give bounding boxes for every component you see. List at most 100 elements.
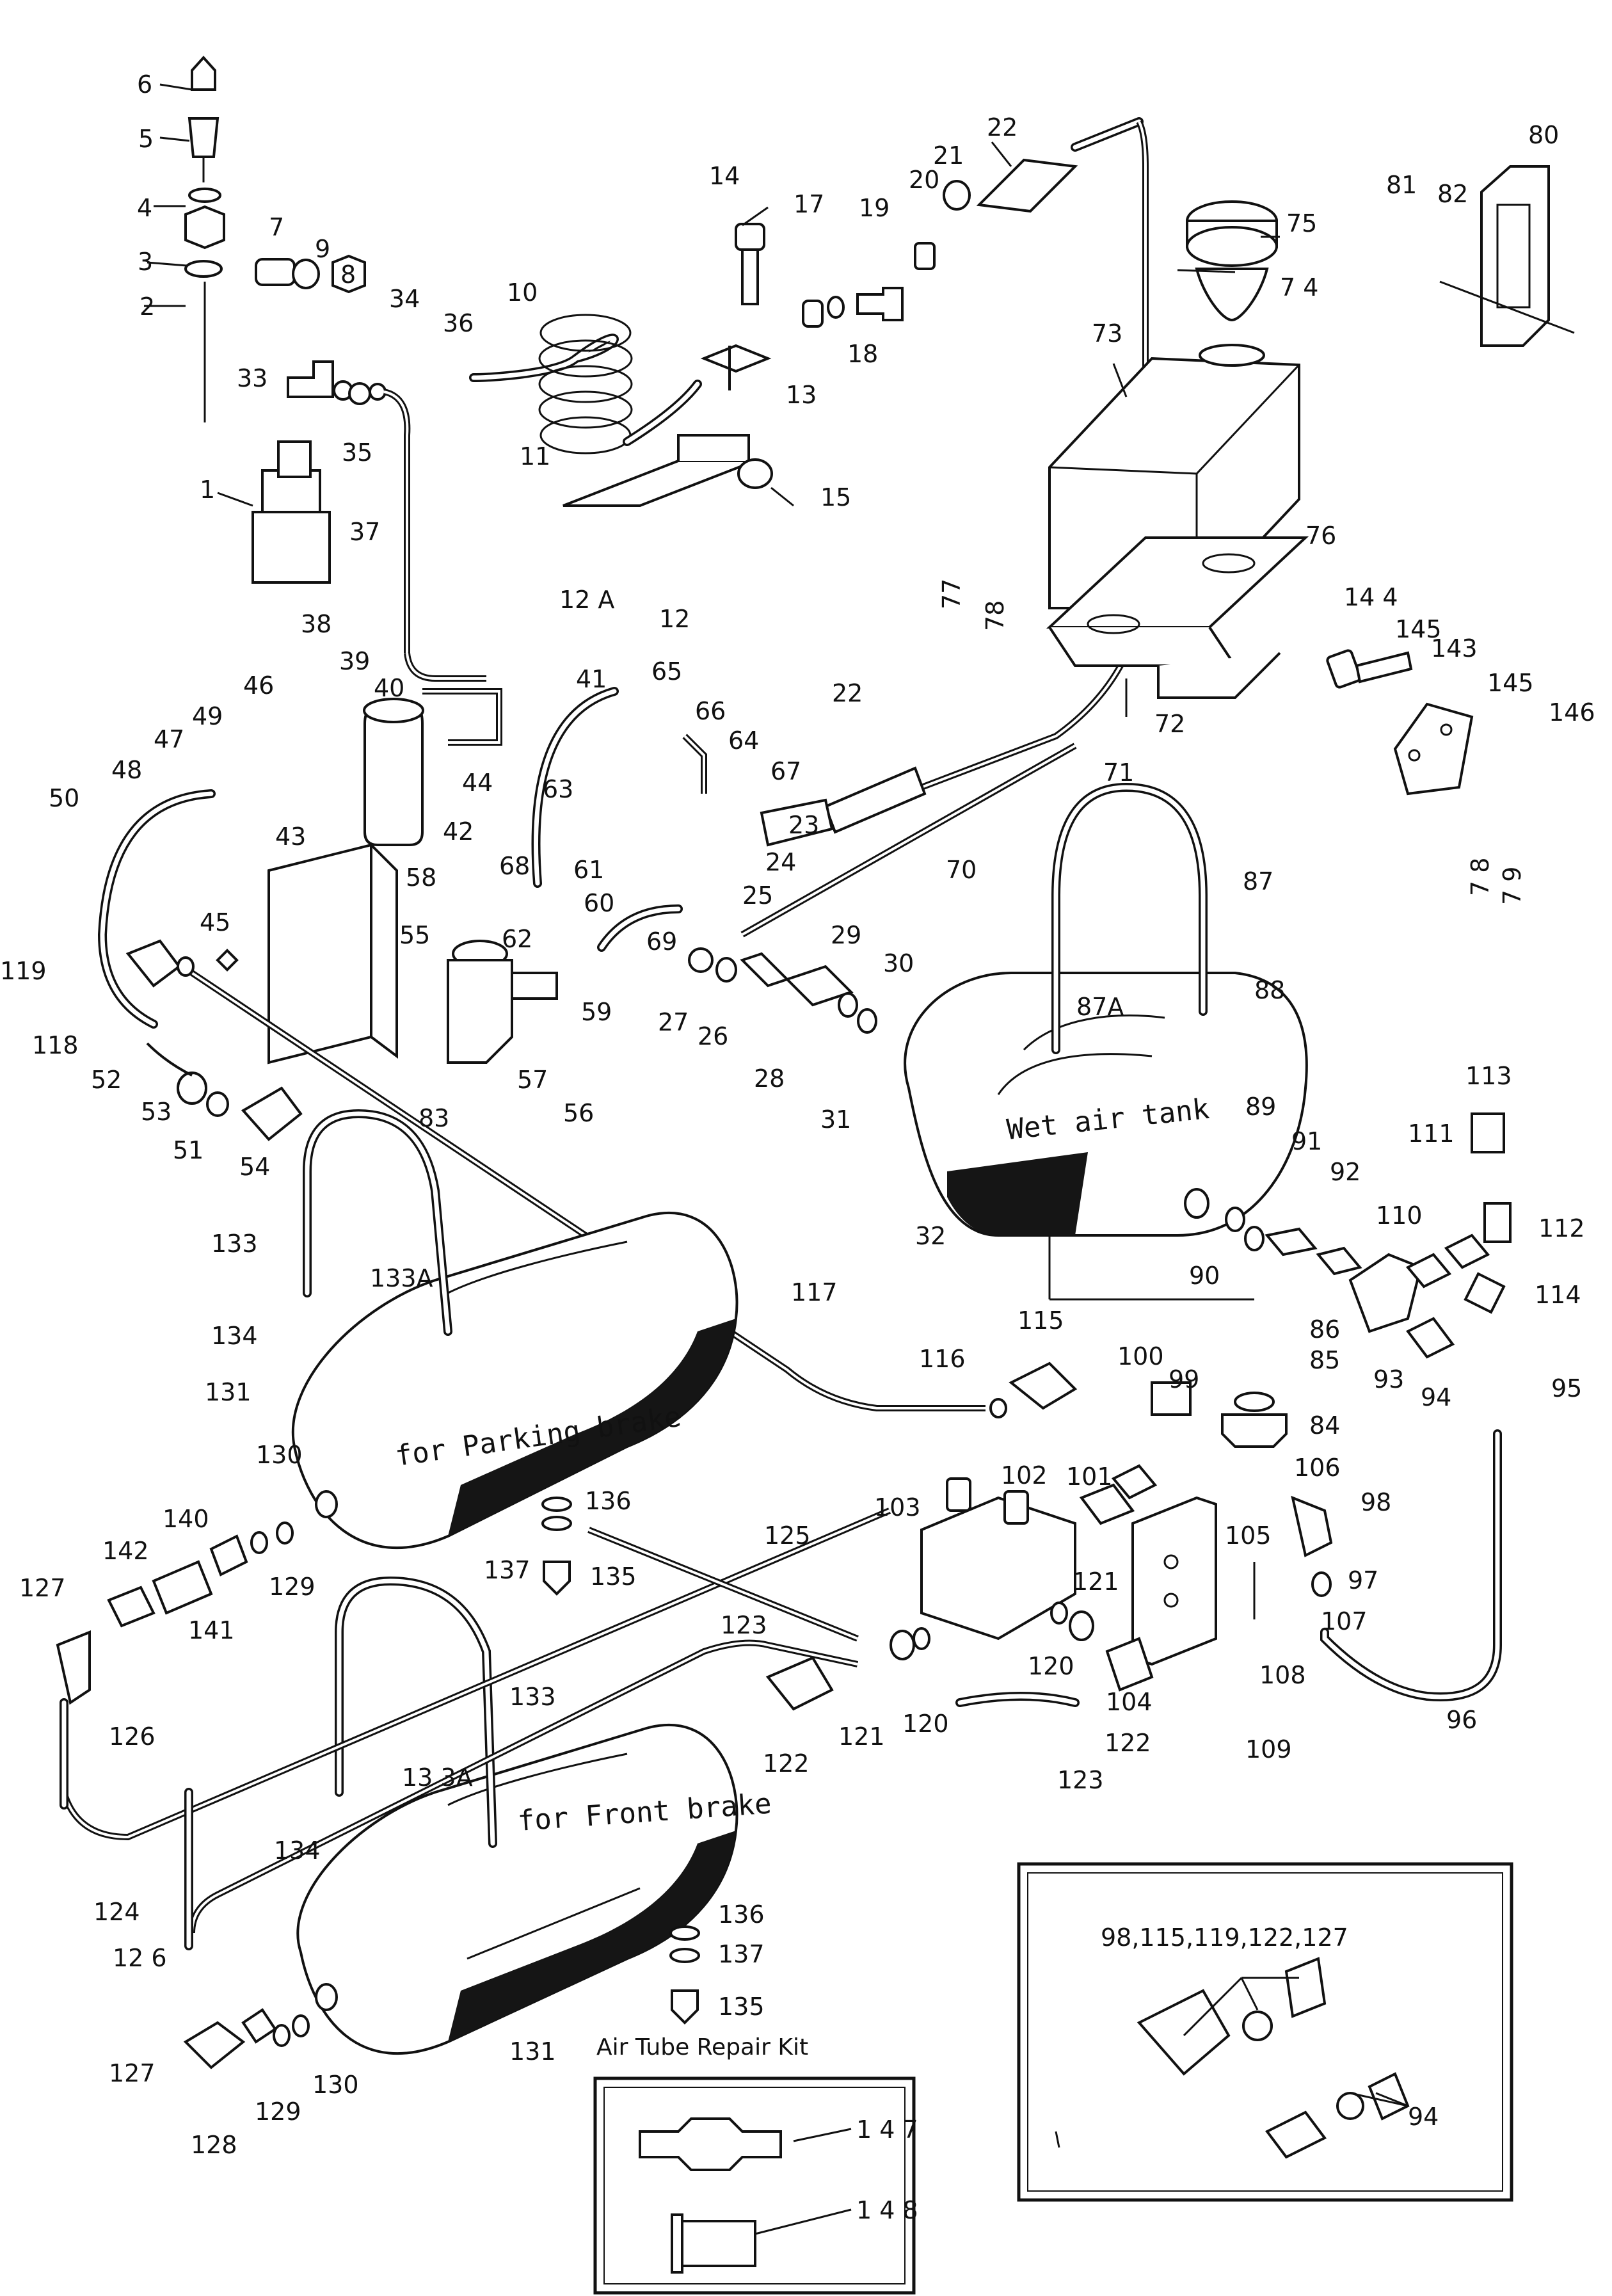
callout-71: 71 — [1103, 759, 1134, 787]
callout-87: 87 — [1243, 867, 1273, 895]
callout-47: 47 — [154, 725, 184, 753]
callout-18: 18 — [847, 340, 878, 368]
callout-101: 101 — [1066, 1463, 1113, 1491]
callout-112: 112 — [1538, 1214, 1585, 1242]
callout-73: 73 — [1092, 319, 1122, 348]
bracket-76 — [1046, 536, 1309, 717]
callout-126-bottom: 12 6 — [113, 1944, 167, 1972]
callout-131-top: 131 — [205, 1378, 251, 1406]
callout-54: 54 — [239, 1153, 270, 1181]
callout-43: 43 — [275, 823, 306, 851]
callout-91: 91 — [1291, 1127, 1322, 1155]
callout-57: 57 — [517, 1066, 548, 1094]
callout-1: 1 — [200, 476, 215, 504]
front-brake-tank — [296, 1576, 738, 2055]
callout-100: 100 — [1117, 1342, 1164, 1370]
callout-65: 65 — [651, 657, 682, 686]
callout-24: 24 — [765, 848, 796, 876]
callout-136-bottom: 136 — [718, 1900, 765, 1929]
callout-137-top: 137 — [484, 1556, 531, 1584]
callout-58: 58 — [406, 863, 436, 892]
repair-kit-caption: Air Tube Repair Kit — [596, 2034, 808, 2060]
fittings-51-54 — [146, 1042, 303, 1141]
callout-81: 81 — [1386, 171, 1417, 199]
callout-87A: 87A — [1076, 993, 1124, 1021]
callout-137-bottom: 137 — [718, 1940, 765, 1968]
callout-56: 56 — [563, 1099, 594, 1127]
fittings-98-108 — [1079, 1381, 1333, 1619]
callout-37: 37 — [349, 518, 380, 546]
callout-45: 45 — [200, 908, 230, 936]
callout-120-right: 120 — [1028, 1652, 1074, 1680]
valve-42 — [267, 698, 424, 1064]
valve-55 — [447, 940, 558, 1064]
callout-97: 97 — [1348, 1566, 1378, 1594]
callout-68: 68 — [499, 852, 530, 880]
callout-145-right: 145 — [1487, 669, 1534, 697]
callout-104: 104 — [1106, 1688, 1153, 1716]
callout-55: 55 — [399, 921, 430, 949]
callout-78-right: 7 8 — [1466, 858, 1494, 896]
callout-69: 69 — [646, 927, 677, 956]
inset-box — [1017, 1862, 1513, 2202]
callout-108: 108 — [1259, 1661, 1306, 1689]
callout-148: 1 4 8 — [856, 2196, 918, 2224]
callout-70: 70 — [946, 856, 977, 884]
callout-60: 60 — [584, 889, 614, 917]
callout-147: 1 4 7 — [856, 2115, 918, 2144]
callout-121-right: 121 — [1073, 1568, 1119, 1596]
callout-29: 29 — [831, 921, 861, 949]
callout-28: 28 — [754, 1064, 785, 1093]
callout-125: 125 — [764, 1521, 811, 1550]
callout-66: 66 — [695, 697, 726, 725]
callout-36: 36 — [443, 309, 474, 337]
callout-85: 85 — [1309, 1346, 1340, 1374]
callout-12: 12 — [659, 605, 690, 633]
callout-133A-top: 133A — [370, 1264, 433, 1292]
callout-143: 143 — [1431, 634, 1478, 662]
callout-53: 53 — [141, 1098, 172, 1126]
callout-127-bottom: 127 — [109, 2059, 156, 2087]
callout-96: 96 — [1446, 1706, 1477, 1734]
plate-143 — [1326, 649, 1474, 796]
callout-78-top: 78 — [981, 600, 1009, 631]
callout-135-bottom: 135 — [718, 1993, 765, 2021]
callout-14: 14 — [709, 162, 740, 190]
callout-13: 13 — [786, 381, 817, 409]
drain-valve-84 — [1221, 1392, 1288, 1448]
callout-116: 116 — [919, 1345, 966, 1373]
callout-146: 146 — [1549, 698, 1595, 727]
callout-39: 39 — [339, 647, 370, 675]
callout-15: 15 — [820, 483, 851, 511]
callout-9: 9 — [315, 235, 330, 263]
callout-121-left: 121 — [838, 1722, 885, 1751]
callout-133A-bottom: 13 3A — [402, 1763, 473, 1792]
callout-77: 77 — [938, 579, 966, 609]
callout-64: 64 — [728, 727, 759, 755]
callout-109: 109 — [1245, 1735, 1292, 1763]
callout-44: 44 — [462, 769, 493, 797]
callout-79: 7 9 — [1498, 867, 1526, 905]
callout-93: 93 — [1373, 1365, 1404, 1393]
coil-hose — [469, 314, 702, 454]
callout-107: 107 — [1321, 1607, 1368, 1635]
callout-49: 49 — [192, 702, 223, 730]
callout-89: 89 — [1245, 1093, 1276, 1121]
inset-top-caption: 98,115,119,122,127 — [1101, 1923, 1348, 1952]
callout-133-bottom: 133 — [509, 1683, 556, 1711]
callout-102: 102 — [1001, 1461, 1048, 1489]
callout-134-bottom: 134 — [274, 1836, 321, 1865]
callout-142: 142 — [102, 1537, 149, 1565]
callout-98: 98 — [1361, 1488, 1391, 1516]
callout-92: 92 — [1330, 1158, 1361, 1186]
callout-8: 8 — [340, 261, 356, 289]
callout-120-left: 120 — [902, 1710, 949, 1738]
callout-128: 128 — [191, 2131, 237, 2159]
callout-80: 80 — [1528, 121, 1559, 149]
callout-38: 38 — [301, 610, 331, 638]
callout-123-right: 123 — [1057, 1766, 1104, 1794]
callout-42: 42 — [443, 817, 474, 846]
callout-140: 140 — [163, 1505, 209, 1533]
callout-22-top: 22 — [987, 113, 1017, 141]
